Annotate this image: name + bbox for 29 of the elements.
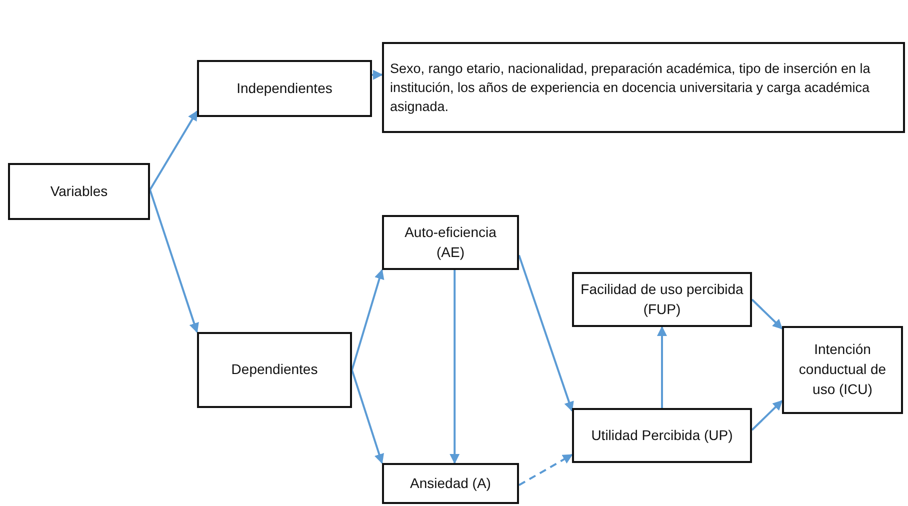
- process-box: [382, 215, 519, 270]
- arrow: [751, 298, 783, 330]
- arrow: [149, 189, 199, 333]
- box-label: Dependientes: [231, 360, 318, 380]
- process-box: [382, 42, 905, 133]
- arrow: [351, 370, 384, 464]
- arrow: [149, 110, 198, 190]
- arrow: [351, 269, 384, 370]
- arrow: [751, 400, 783, 431]
- arrow: [657, 326, 667, 408]
- arrow: [450, 270, 460, 464]
- arrow: [518, 454, 573, 486]
- box-label: Intención conductual de uso (ICU): [798, 340, 888, 399]
- process-box: [197, 332, 352, 408]
- process-box: [572, 272, 752, 327]
- process-box: [782, 326, 903, 414]
- box-label: Ansiedad (A): [410, 474, 491, 493]
- arrow: [518, 254, 574, 412]
- box-label: Independientes: [236, 78, 332, 98]
- box-label: Facilidad de uso percibida (FUP): [580, 280, 744, 319]
- process-box: [197, 60, 372, 117]
- arrow: [372, 70, 383, 80]
- box-label: Variables: [50, 182, 108, 201]
- process-box: [382, 463, 519, 504]
- process-box: [8, 163, 150, 220]
- box-label: Utilidad Percibida (UP): [591, 426, 733, 445]
- box-label: Auto-eficiencia (AE): [404, 222, 498, 262]
- process-box: [572, 408, 752, 463]
- box-label: Sexo, rango etario, nacionalidad, preparación académica, tipo de inserción en la institución, los años de experiencia en docencia universitaria y carga académica asignada.: [390, 60, 872, 116]
